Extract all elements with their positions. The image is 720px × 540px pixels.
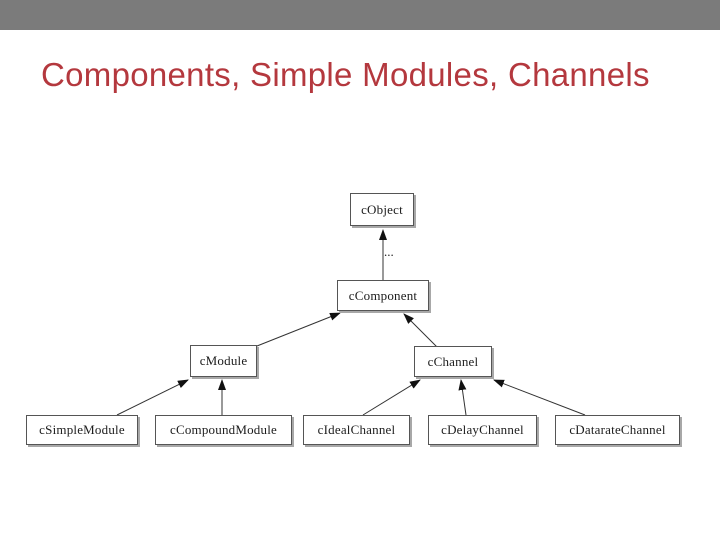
node-cdataratechannel: cDatarateChannel [555,415,680,445]
node-ccompoundmodule: cCompoundModule [155,415,292,445]
node-cdelaychannel: cDelayChannel [428,415,537,445]
node-cmodule: cModule [190,345,257,377]
top-accent-bar [0,0,720,30]
node-cobject: cObject [350,193,414,226]
node-csimplemodule: cSimpleModule [26,415,138,445]
node-cidealchannel: cIdealChannel [303,415,410,445]
node-cchannel: cChannel [414,346,492,377]
inheritance-ellipsis-label: ... [384,244,394,259]
slide-title: Components, Simple Modules, Channels [41,56,650,93]
node-ccomponent: cComponent [337,280,429,311]
